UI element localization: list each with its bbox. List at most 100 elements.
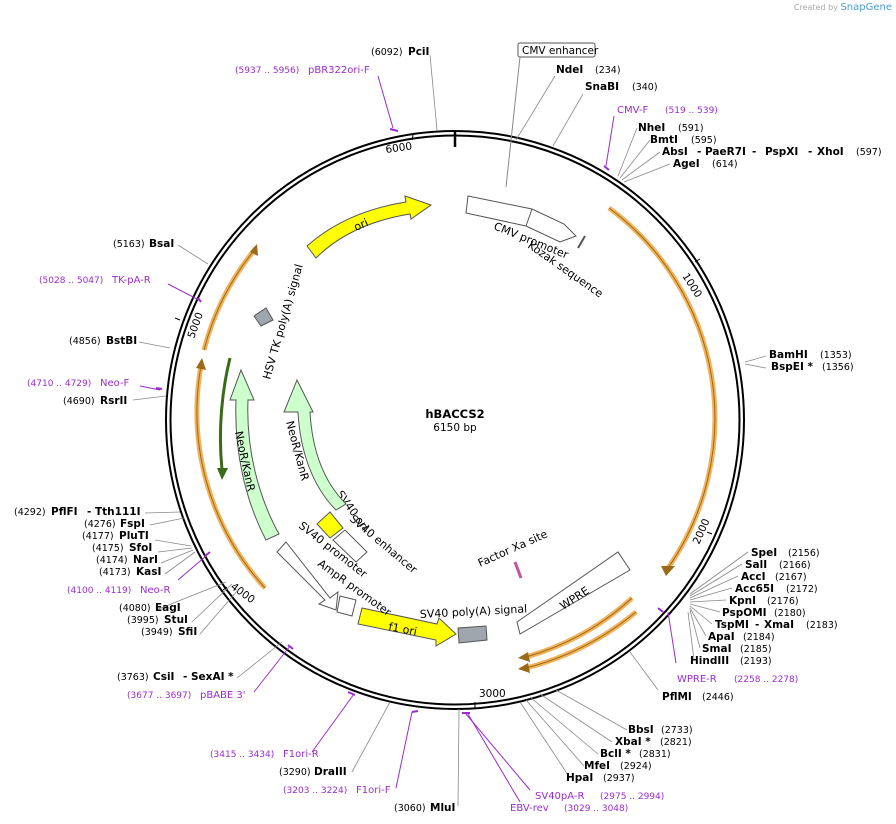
primer-range-wprer: (2258 .. 2278) [734, 675, 798, 685]
site-name-eagI: EagI [155, 602, 181, 614]
site-name-pspOMI: PspOMI [722, 607, 767, 619]
enzyme-label-tspMI-group[interactable]: TspMI - XmaI (2183) [715, 619, 838, 631]
enzyme-label-hindIII[interactable]: HindIII (2193) [690, 655, 772, 667]
enzyme-label-pflMI[interactable]: PflMI (2446) [662, 691, 734, 703]
enzyme-label-kpnI[interactable]: KpnI (2176) [729, 595, 799, 607]
site-name-xhoI: XhoI [817, 146, 844, 158]
enzyme-label-csiI-group[interactable]: (3763) CsiI - SexAI * [117, 671, 234, 683]
enzyme-label-bstBI[interactable]: (4856) BstBI [69, 335, 137, 347]
enzyme-label-pflFI-group[interactable]: (4292) PflFI - Tth111I [14, 506, 140, 518]
enzyme-label-ageI[interactable]: AgeI (614) [673, 158, 738, 170]
site-pos-salI: (2166) [779, 560, 811, 571]
enzyme-label-rsrII[interactable]: (4690) RsrII [63, 395, 127, 407]
enzyme-label-stuI[interactable]: (3995) StuI [127, 614, 188, 626]
primer-label-pbr322ori[interactable]: (5937 .. 5956) pBR322ori-F [235, 65, 370, 76]
enzyme-label-absI-group[interactable]: AbsI - PaeR7I - PspXI - XhoI (597) [662, 146, 882, 158]
enzyme-label-fspI[interactable]: (4276) FspI [84, 518, 145, 530]
enzyme-label-salI[interactable]: SalI (2166) [745, 559, 811, 571]
enzyme-label-sfiI[interactable]: (3949) SfiI [141, 626, 197, 638]
enzyme-label-bspEI[interactable]: BspEI * (1356) [771, 361, 854, 373]
site-pos-pflMI: (2446) [702, 692, 734, 703]
enzyme-label-narI[interactable]: (4174) NarI [96, 554, 158, 566]
primer-label-cmvf[interactable]: CMV-F (519 .. 539) [617, 105, 718, 116]
primer-name-pbr322ori: pBR322ori-F [308, 65, 370, 76]
enzyme-label-sfoI[interactable]: (4175) SfoI [92, 542, 152, 554]
cmv-enhancer-label: CMV enhancer [522, 45, 599, 57]
feature-ori: ori [306, 195, 433, 259]
enzyme-label-mfeI[interactable]: MfeI (2924) [584, 760, 652, 772]
primer-label-neor[interactable]: (4100 .. 4119) Neo-R [67, 585, 171, 596]
site-pos-smaI: (2185) [740, 644, 772, 655]
tick-3000: 3000 [474, 688, 506, 708]
primer-label-ebvrev[interactable]: EBV-rev (3029 .. 3048) [510, 803, 628, 814]
enzyme-label-hpaI[interactable]: HpaI (2937) [566, 772, 635, 784]
enzyme-label-bbsI[interactable]: BbsI (2733) [628, 724, 693, 736]
svg-text:-: - [87, 506, 91, 518]
site-pos-fspI: (4276) [84, 519, 116, 530]
primer-label-pbabe3[interactable]: (3677 .. 3697) pBABE 3' [127, 690, 246, 701]
enzyme-label-apaI[interactable]: ApaI (2184) [708, 631, 775, 643]
orf-arrow-right [661, 566, 675, 576]
feature-f1-ori: f1 ori [357, 607, 457, 647]
enzyme-label-draIII[interactable]: (3290) DraIII [279, 766, 347, 778]
primer-label-f1orif[interactable]: (3203 .. 3224) F1ori-F [283, 785, 391, 796]
primer-label-wprer[interactable]: WPRE-R (2258 .. 2278) [677, 674, 798, 685]
primer-label-sv40par[interactable]: SV40pA-R (2975 .. 2994) [535, 791, 664, 802]
primer-range-f1orif: (3203 .. 3224) [283, 786, 347, 796]
site-pos-xbaI: (2821) [660, 737, 692, 748]
ori-label: ori [352, 216, 370, 234]
enzyme-label-bamHI[interactable]: BamHI (1353) [769, 349, 852, 361]
factor-xa-label: Factor Xa site [476, 527, 550, 569]
leader-lines [132, 54, 767, 807]
primer-label-tkpar[interactable]: (5028 .. 5047) TK-pA-R [39, 275, 151, 286]
site-pos-csiI: (3763) [117, 672, 149, 683]
enzyme-label-kasI[interactable]: (4173) KasI [99, 566, 161, 578]
enzyme-label-pciI[interactable]: (6092) PciI [371, 46, 429, 58]
enzyme-label-bclI[interactable]: BclI * (2831) [600, 748, 671, 760]
primer-label-f1orir[interactable]: (3415 .. 3434) F1ori-R [210, 749, 319, 760]
enzyme-label-mluI[interactable]: (3060) MluI [394, 802, 455, 814]
feature-cmv-enhancer: CMV enhancer [505, 42, 599, 188]
site-name-kpnI: KpnI [729, 595, 756, 607]
enzyme-label-speI[interactable]: SpeI (2156) [751, 547, 820, 559]
site-pos-bbsI: (2733) [661, 725, 693, 736]
enzyme-label-ndeI[interactable]: NdeI (234) [556, 64, 621, 76]
enzyme-label-acc65I[interactable]: Acc65I (2172) [735, 583, 818, 595]
enzyme-label-pspOMI[interactable]: PspOMI (2180) [722, 607, 806, 619]
site-pos-pluTI: (4177) [82, 531, 114, 542]
orf-arrow-wpre-2 [518, 663, 530, 673]
enzyme-label-xbaI[interactable]: XbaI * (2821) [615, 736, 692, 748]
svg-text:-: - [183, 671, 187, 683]
site-pos-narI: (4174) [96, 555, 128, 566]
enzyme-label-bmtI[interactable]: BmtI (595) [650, 134, 717, 146]
enzyme-label-snabI[interactable]: SnaBI (340) [585, 81, 658, 93]
orf-arc-right-core [608, 207, 716, 569]
sv40-polya-label: SV40 poly(A) signal [419, 602, 527, 621]
site-name-xbaI: XbaI * [615, 736, 651, 748]
tick-label-4000: 4000 [228, 581, 257, 606]
site-pos-pflFI: (4292) [14, 507, 46, 518]
site-name-sexAI: SexAI * [191, 671, 234, 683]
site-pos-bspEI: (1356) [822, 362, 854, 373]
svg-text:-: - [755, 619, 759, 631]
enzyme-label-accI[interactable]: AccI (2167) [741, 571, 807, 583]
enzyme-label-nheI[interactable]: NheI (591) [638, 122, 704, 134]
primer-range-cmvf: (519 .. 539) [665, 106, 718, 116]
enzyme-label-smaI[interactable]: SmaI (2185) [702, 643, 772, 655]
site-name-bbsI: BbsI [628, 724, 654, 736]
site-name-bsaI: BsaI [149, 238, 174, 250]
site-pos-xmaI: (2183) [806, 620, 838, 631]
site-name-bspEI: BspEI * [771, 361, 814, 373]
site-name-xmaI: XmaI [764, 619, 794, 631]
site-name-bmtI: BmtI [650, 134, 678, 146]
primer-name-wprer: WPRE-R [677, 674, 717, 685]
enzyme-label-eagI[interactable]: (4080) EagI [119, 602, 181, 614]
enzyme-label-pluTI[interactable]: (4177) PluTI [82, 530, 149, 542]
site-name-draIII: DraIII [314, 766, 347, 778]
primer-label-neof[interactable]: (4710 .. 4729) Neo-F [27, 378, 130, 389]
site-name-bamHI: BamHI [769, 349, 808, 361]
primer-name-neor: Neo-R [140, 585, 171, 596]
primer-name-cmvf: CMV-F [617, 105, 648, 116]
enzyme-label-bsaI[interactable]: (5163) BsaI [113, 238, 174, 250]
site-pos-hpaI: (2937) [603, 773, 635, 784]
